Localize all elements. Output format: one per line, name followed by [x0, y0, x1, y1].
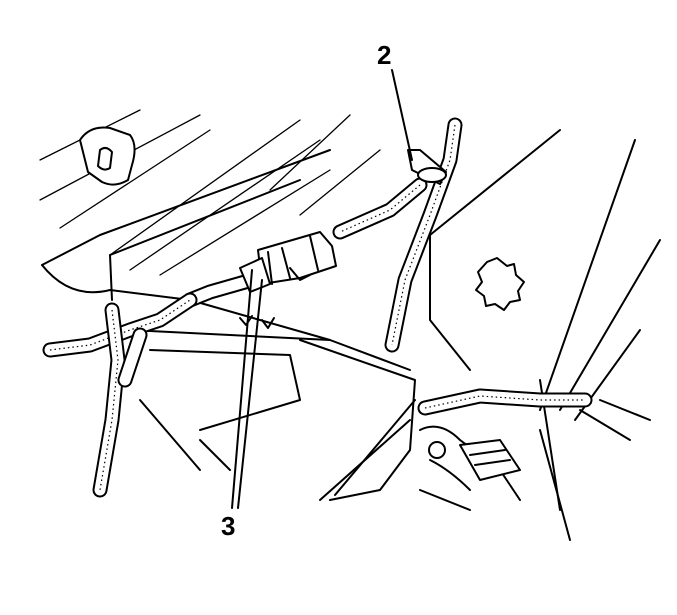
- panel-tab: [79, 126, 136, 186]
- callout-3-label: 3: [221, 511, 236, 541]
- harness-clip: [407, 149, 447, 185]
- lower-right-harness: [417, 388, 593, 511]
- electrical-connector: [239, 231, 337, 293]
- panel-body: [41, 149, 416, 501]
- callout-2-label: 2: [377, 40, 392, 70]
- left-harness: [42, 292, 198, 498]
- right-panels: [429, 129, 661, 541]
- leader-lines: [231, 69, 413, 509]
- vertical-harness: [384, 117, 463, 353]
- panel-background-lines: [39, 109, 381, 276]
- star-knob: [475, 257, 525, 311]
